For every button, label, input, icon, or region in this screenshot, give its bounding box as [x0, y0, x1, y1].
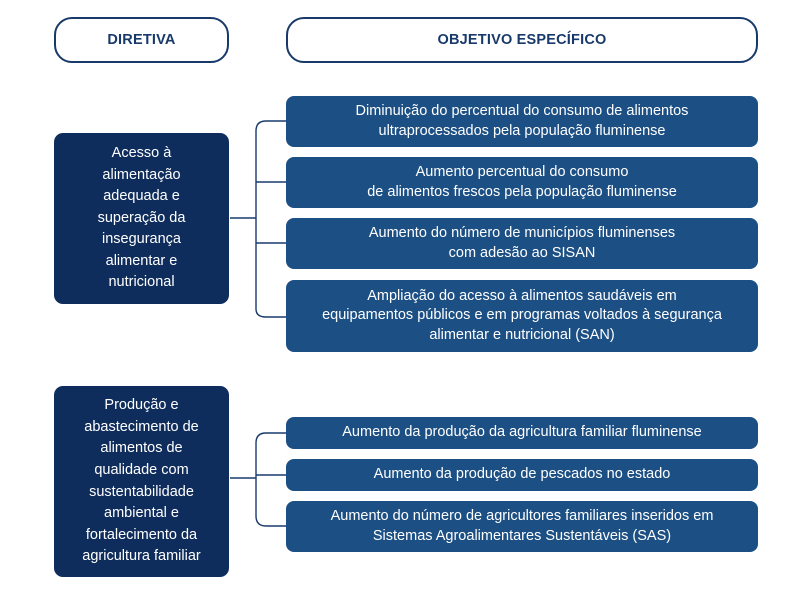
directive-box-1: Acesso à alimentação adequada e superaçã…	[54, 133, 229, 304]
directive-box-2: Produção e abastecimento de alimentos de…	[54, 386, 229, 577]
connector-group-1-top	[255, 120, 286, 132]
objective-box-1-1: Diminuição do percentual do consumo de a…	[286, 96, 758, 147]
objective-box-1-2: Aumento percentual do consumo de aliment…	[286, 157, 758, 208]
directive-text-2: Produção e abastecimento de alimentos de…	[82, 397, 201, 565]
objective-box-1-4: Ampliação do acesso à alimentos saudávei…	[286, 280, 758, 352]
objective-box-2-3: Aumento do número de agricultores famili…	[286, 501, 758, 552]
connector-group-2-top	[255, 432, 286, 444]
objective-column-header: OBJETIVO ESPECÍFICO	[286, 17, 758, 63]
objective-text-1-3: Aumento do número de municípios fluminen…	[368, 225, 676, 261]
objective-text-2-3: Aumento do número de agricultores famili…	[330, 508, 714, 544]
objective-text-1-1: Diminuição do percentual do consumo de a…	[355, 103, 689, 139]
connector-group-2-bottom	[255, 515, 286, 527]
directive-text-1: Acesso à alimentação adequada e superaçã…	[97, 144, 186, 291]
objective-text-1-4: Ampliação do acesso à alimentos saudávei…	[322, 287, 722, 343]
objective-text-2-2: Aumento da produção de pescados no estad…	[373, 466, 671, 483]
connector-group-1-bottom	[255, 308, 286, 318]
directive-column-header: DIRETIVA	[54, 17, 229, 63]
objective-header-label: OBJETIVO ESPECÍFICO	[437, 32, 607, 48]
objective-box-2-2: Aumento da produção de pescados no estad…	[286, 459, 758, 491]
objective-box-1-3: Aumento do número de municípios fluminen…	[286, 218, 758, 269]
directive-header-label: DIRETIVA	[107, 32, 176, 48]
objective-box-2-1: Aumento da produção da agricultura famil…	[286, 417, 758, 449]
objective-text-1-2: Aumento percentual do consumo de aliment…	[367, 164, 677, 200]
objective-text-2-1: Aumento da produção da agricultura famil…	[342, 424, 702, 441]
